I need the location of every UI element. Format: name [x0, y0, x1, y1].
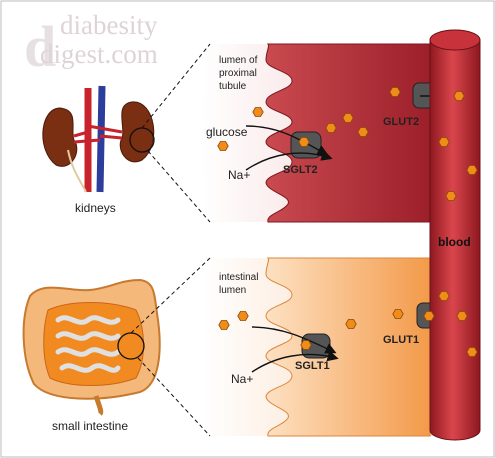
sglt1-label: SGLT1 — [295, 360, 330, 372]
kidney-panel: lumen of proximal tubule glucose Na+ SGL… — [201, 43, 451, 223]
small-intestine-illustration: small intestine — [22, 257, 211, 437]
intestine-sodium-arrow — [251, 350, 339, 373]
glut2-label: GLUT2 — [383, 116, 419, 128]
watermark-line1: diabesity — [60, 10, 158, 40]
glucose-molecule — [298, 137, 310, 147]
kidney-lumen-label-1: lumen of — [219, 55, 258, 66]
glucose-molecule — [392, 309, 404, 319]
glucose-molecule — [423, 311, 435, 321]
kidney-cell — [265, 43, 431, 223]
glucose-molecule — [345, 319, 357, 329]
intestine-panel: intestinal lumen Na+ SGLT1 GLUT1 — [201, 257, 455, 437]
glucose-molecule — [357, 127, 369, 137]
kidney-glucose-arrow — [245, 125, 329, 156]
intestine-cell — [265, 257, 431, 437]
kidney-lumen-label-3: tubule — [219, 81, 247, 92]
glut1-label: GLUT1 — [383, 334, 419, 346]
blood-vessel: blood — [429, 29, 481, 441]
glucose-molecule — [438, 137, 450, 147]
glucose-molecule — [217, 141, 229, 151]
intestine-glucose-arrow — [251, 326, 337, 354]
intestine-lumen-label-2: lumen — [219, 285, 246, 296]
small-intestine-label: small intestine — [52, 419, 128, 433]
glucose-molecule — [453, 91, 465, 101]
kidneys-illustration: kidneys — [42, 43, 211, 223]
watermark-d: d — [24, 14, 56, 79]
renal-vessels — [73, 124, 123, 144]
intestine-lumen-label-1: intestinal — [219, 272, 258, 283]
kidney-sodium-arrow — [245, 150, 333, 171]
kidney-lumen-label-2: proximal — [219, 68, 257, 79]
glucose-molecule — [300, 340, 312, 350]
glucose-molecule — [466, 347, 478, 357]
glucose-molecule — [237, 311, 249, 321]
glucose-molecule — [438, 291, 450, 301]
glucose-molecule — [342, 113, 354, 123]
glucose-molecules — [217, 87, 478, 357]
right-kidney — [119, 101, 155, 163]
small-intestine-body — [43, 302, 144, 386]
glucose-molecule — [456, 311, 468, 321]
blood-label: blood — [438, 235, 471, 249]
intestine-loops — [55, 315, 121, 373]
glucose-molecule — [218, 320, 230, 330]
kidneys-label: kidneys — [75, 201, 116, 215]
glucose-molecule — [445, 191, 457, 201]
rectum — [93, 395, 104, 416]
intestine-sodium-label: Na+ — [231, 372, 253, 386]
watermark-logo: d diabesity digest.com — [24, 10, 158, 79]
kidney-sodium-label: Na+ — [228, 168, 250, 182]
intestine-zoom-line-bottom — [137, 357, 211, 437]
glucose-molecule — [466, 165, 478, 175]
sglt2-label: SGLT2 — [283, 164, 318, 176]
vessel-top-opening — [429, 29, 481, 51]
glucose-molecule — [325, 123, 337, 133]
vena-cava — [96, 85, 106, 193]
kidney-zoom-line-bottom — [147, 150, 211, 223]
watermark-line2: digest.com — [40, 39, 158, 69]
glucose-molecule — [389, 87, 401, 97]
glucose-molecule — [252, 107, 264, 117]
kidney-glucose-label: glucose — [206, 125, 248, 139]
left-kidney — [42, 107, 78, 167]
left-ureter — [67, 149, 87, 193]
